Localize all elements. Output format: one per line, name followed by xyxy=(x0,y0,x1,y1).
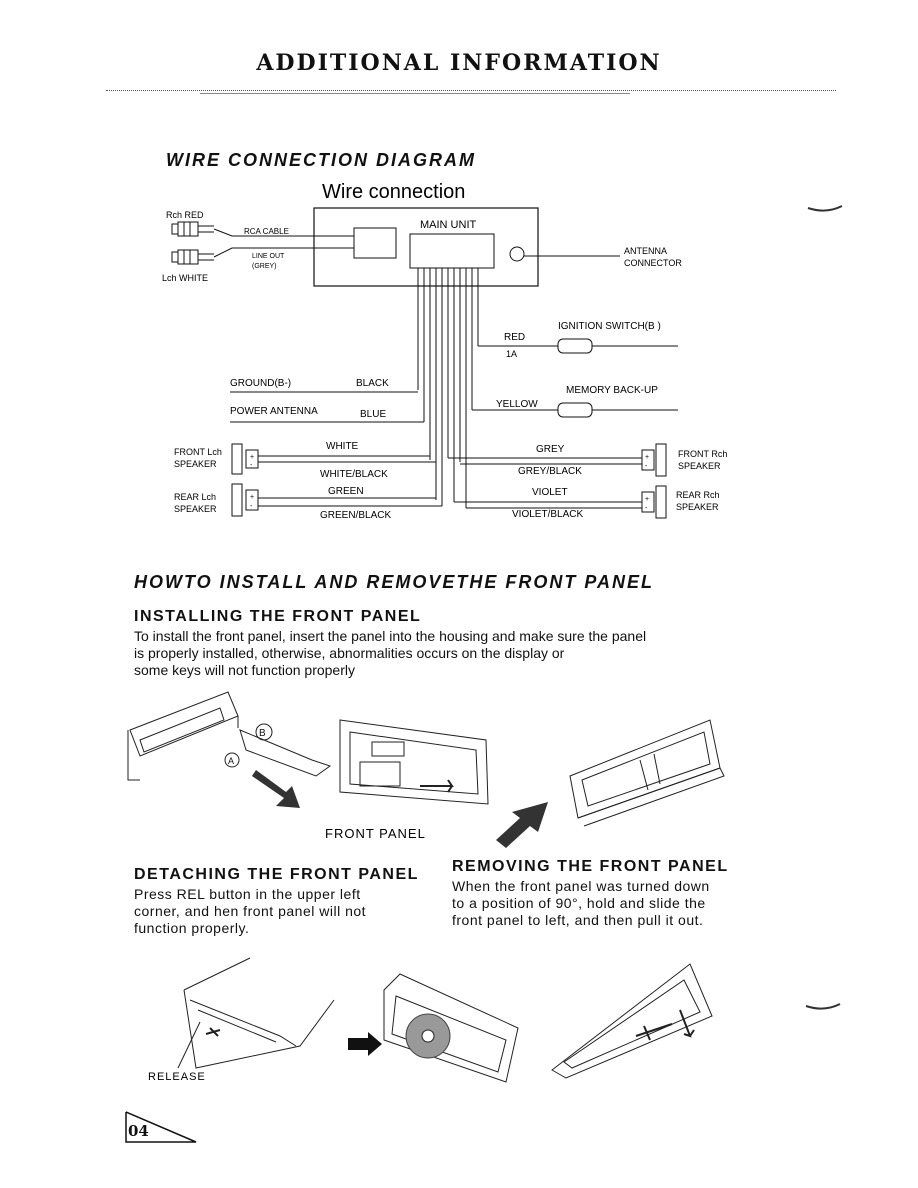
svg-text:-: - xyxy=(250,503,253,510)
detaching-line-2: corner, and hen front panel will not xyxy=(134,903,367,919)
removing-line-1: When the front panel was turned down xyxy=(452,878,710,894)
arrow-icon xyxy=(496,802,548,848)
installing-line-3: some keys will not function properly xyxy=(134,662,355,678)
fuse-label: 1A xyxy=(506,349,517,359)
illustration-insert-panel: B A xyxy=(127,691,332,808)
margin-mark xyxy=(805,1003,841,1010)
memory-fuse-holder xyxy=(557,402,593,418)
connector-label: CONNECTOR xyxy=(624,258,682,268)
rca-socket xyxy=(353,227,397,259)
green-black-wire-label: GREEN/BLACK xyxy=(320,510,391,521)
front-lch-speaker: + - xyxy=(231,443,259,475)
label-b: B xyxy=(259,728,266,739)
rca-plug-left xyxy=(171,249,214,265)
rca-plug-right xyxy=(171,221,214,237)
rear-rch-speaker: + - xyxy=(641,485,667,519)
power-antenna-label: POWER ANTENNA xyxy=(230,406,318,417)
front-rch-label: FRONT Rch xyxy=(678,449,727,459)
rch-red-label: Rch RED xyxy=(166,210,204,220)
black-wire-label: BLACK xyxy=(356,378,389,389)
detaching-text: Press REL button in the upper left corne… xyxy=(134,886,424,937)
blue-wire-label: BLUE xyxy=(360,409,386,420)
line-out-label: LINE OUT xyxy=(252,253,285,260)
release-label: RELEASE xyxy=(148,1071,206,1083)
antenna-socket xyxy=(509,246,525,262)
violet-wire-label: VIOLET xyxy=(532,487,568,498)
connector-block xyxy=(409,233,495,269)
removing-line-2: to a position of 90°, hold and slide the xyxy=(452,895,706,911)
page-number-badge: 04 xyxy=(124,1110,200,1149)
fuse-holder xyxy=(557,338,593,354)
installing-line-1: To install the front panel, insert the p… xyxy=(134,628,647,644)
svg-text:+: + xyxy=(645,496,649,503)
front-lch-label: FRONT Lch xyxy=(174,447,222,457)
svg-text:+: + xyxy=(250,494,254,501)
svg-text:-: - xyxy=(645,505,648,512)
svg-text:+: + xyxy=(250,454,254,461)
detaching-line-3: function properly. xyxy=(134,920,250,936)
wiring-heading: WIRE CONNECTION DIAGRAM xyxy=(166,150,476,170)
wire-harness xyxy=(417,268,479,508)
page-title: ADDITIONAL INFORMATION xyxy=(256,50,662,76)
yellow-wire-label: YELLOW xyxy=(496,399,538,410)
detaching-illustrations: RELEASE xyxy=(148,957,841,1083)
detaching-heading: DETACHING THE FRONT PANEL xyxy=(134,866,419,883)
svg-text:-: - xyxy=(250,462,253,469)
arrow-right-icon xyxy=(348,1032,382,1056)
front-rch-speaker: + - xyxy=(641,443,667,477)
rear-rch-label: REAR Rch xyxy=(676,490,720,500)
title-divider xyxy=(106,90,836,91)
rca-cable xyxy=(213,228,354,258)
green-wire-label: GREEN xyxy=(328,486,364,497)
title-divider-accent xyxy=(200,93,630,94)
wire-connection-diagram: Wire connection MAIN UNIT ANTENNA CONNEC… xyxy=(162,181,843,521)
front-rch-speaker-label: SPEAKER xyxy=(678,461,721,471)
grey-black-wire-label: GREY/BLACK xyxy=(518,466,582,477)
front-panel-label: FRONT PANEL xyxy=(325,826,426,841)
lch-white-label: Lch WHITE xyxy=(162,273,208,283)
rear-lch-label: REAR Lch xyxy=(174,492,216,502)
installing-text: To install the front panel, insert the p… xyxy=(134,628,774,679)
svg-text:-: - xyxy=(645,463,648,470)
removing-text: When the front panel was turned down to … xyxy=(452,878,762,929)
illustration-panel-front xyxy=(339,719,489,805)
margin-mark xyxy=(807,205,843,212)
panel-heading: HOWTO INSTALL AND REMOVETHE FRONT PANEL xyxy=(134,572,654,592)
main-unit-box xyxy=(313,207,539,287)
rca-cable-label: RCA CABLE xyxy=(244,227,289,236)
ground-label: GROUND(B-) xyxy=(230,378,291,389)
installing-illustrations: B A FRONT PANEL xyxy=(127,691,725,848)
wiring-subtitle: Wire connection xyxy=(322,181,465,203)
label-a: A xyxy=(228,756,234,766)
removing-heading: REMOVING THE FRONT PANEL xyxy=(452,858,729,875)
installing-heading: INSTALLING THE FRONT PANEL xyxy=(134,608,422,625)
white-wire-label: WHITE xyxy=(326,441,359,452)
installing-line-2: is properly installed, otherwise, abnorm… xyxy=(134,645,565,661)
red-wire-label: RED xyxy=(504,332,525,343)
rear-lch-speaker-label: SPEAKER xyxy=(174,504,217,514)
detaching-line-1: Press REL button in the upper left xyxy=(134,886,361,902)
removing-line-3: front panel to left, and then pull it ou… xyxy=(452,912,704,928)
grey-wire-label: GREY xyxy=(536,444,565,455)
illustration-remove-panel xyxy=(551,963,713,1079)
ignition-label: IGNITION SWITCH(B ) xyxy=(558,321,661,332)
line-out-grey-label: (GREY) xyxy=(252,263,277,270)
page-number: 04 xyxy=(128,1122,149,1140)
antenna-label: ANTENNA xyxy=(624,246,667,256)
svg-text:+: + xyxy=(645,454,649,461)
rear-lch-speaker: + - xyxy=(231,483,259,517)
violet-black-wire-label: VIOLET/BLACK xyxy=(512,509,583,520)
illustration-release xyxy=(177,957,335,1069)
illustration-panel-seated xyxy=(569,719,725,827)
white-black-wire-label: WHITE/BLACK xyxy=(320,469,388,480)
illustration-panel-cd xyxy=(383,973,519,1083)
memory-label: MEMORY BACK-UP xyxy=(566,385,658,396)
main-unit-label: MAIN UNIT xyxy=(420,219,477,231)
rear-rch-speaker-label: SPEAKER xyxy=(676,502,719,512)
front-lch-speaker-label: SPEAKER xyxy=(174,459,217,469)
